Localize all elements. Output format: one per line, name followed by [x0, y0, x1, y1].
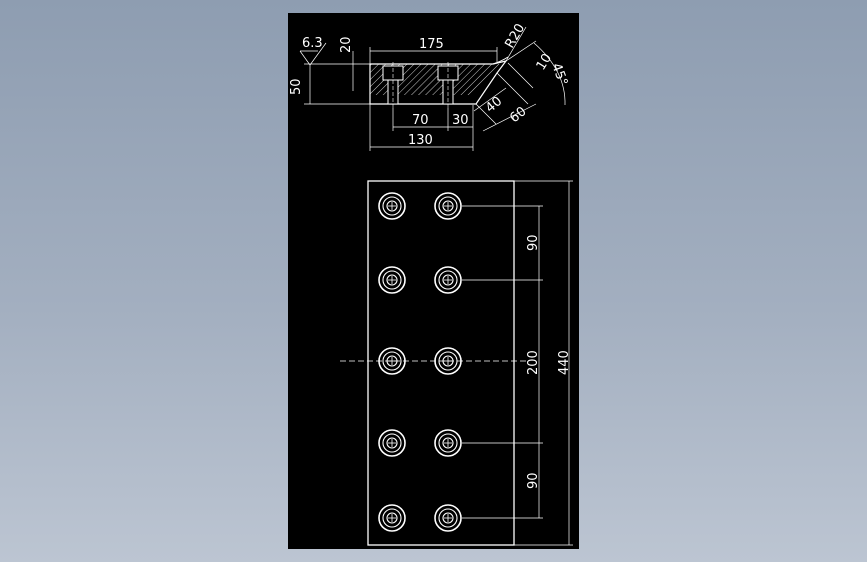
dim-200-label: 200: [526, 350, 541, 375]
dim-30-label: 30: [452, 113, 469, 128]
dim-45-label: 45°: [548, 61, 570, 88]
plan-dim-lines: [538, 181, 570, 545]
counterbore-hole: [434, 504, 462, 532]
counterbore-hole: [434, 266, 462, 294]
dim-overall-length: [369, 47, 498, 64]
counterbore-hole: [378, 504, 406, 532]
dim-70-label: 70: [412, 113, 429, 128]
dim-r20-label: R20: [502, 21, 528, 51]
cad-drawing: 175 R20 45° 10 6.3 20 50: [289, 21, 573, 546]
dim-hole-pitch: [392, 105, 474, 131]
cad-viewport[interactable]: 175 R20 45° 10 6.3 20 50: [288, 13, 579, 549]
dim-40-label: 40: [483, 94, 505, 116]
roughness-label: 6.3: [302, 36, 323, 51]
counterbore-hole: [378, 266, 406, 294]
section-view: 175 R20 45° 10 6.3 20 50: [289, 21, 570, 151]
counterbore-hole: [378, 347, 406, 375]
counterbore-hole: [378, 429, 406, 457]
dim-10-label: 10: [534, 51, 555, 73]
dim-60-label: 60: [507, 104, 529, 126]
hole-grid: [378, 192, 462, 532]
dim-20-label: 20: [339, 36, 354, 53]
counterbore-hole: [378, 192, 406, 220]
dim-175-label: 175: [419, 37, 444, 52]
counterbore-hole-2: [437, 62, 459, 108]
dim-130-label: 130: [408, 133, 433, 148]
dim-440-label: 440: [557, 350, 572, 375]
dim-base-length: [369, 104, 474, 151]
dim-50-label: 50: [289, 78, 304, 95]
dim-bevel: [473, 72, 537, 132]
extension-lines: [462, 180, 573, 546]
roughness-symbol: [299, 42, 327, 66]
counterbore-hole: [434, 429, 462, 457]
dim-90-bottom-label: 90: [526, 472, 541, 489]
dim-r20-leader: [505, 26, 527, 62]
counterbore-hole: [434, 192, 462, 220]
dim-90-top-label: 90: [526, 234, 541, 251]
plan-view: 90 200 90 440: [340, 180, 573, 546]
plate-outline: [367, 180, 515, 546]
counterbore-hole-1: [382, 62, 404, 108]
dim-angle-arc: [533, 42, 566, 106]
dim-height: [304, 63, 370, 105]
chamfer-arc: [492, 56, 509, 65]
